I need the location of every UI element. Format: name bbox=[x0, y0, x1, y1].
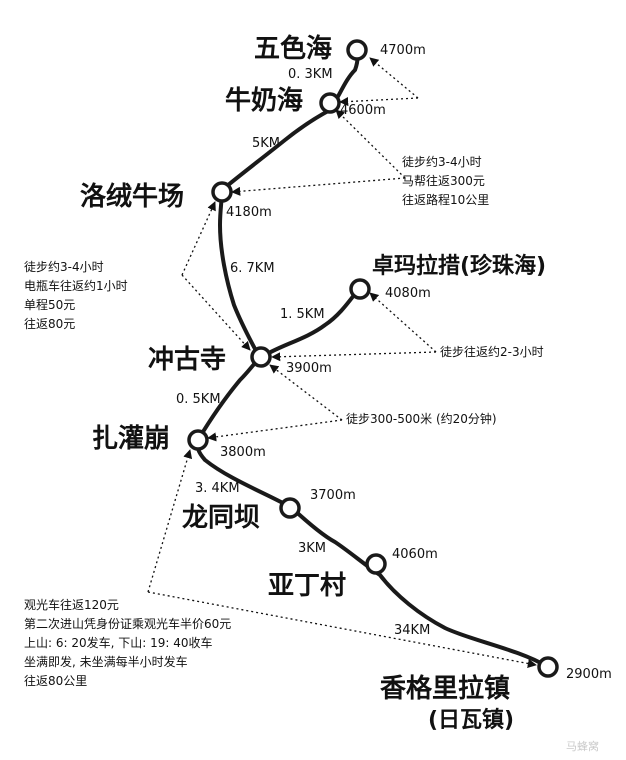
node-yading-cun bbox=[365, 553, 387, 575]
node-xianggelila-zhen bbox=[537, 656, 559, 678]
distance-longtong-to-zhaguan: 3. 4KM bbox=[195, 481, 240, 496]
node-zhaguan-beng bbox=[187, 429, 209, 451]
route-line-zhuoma bbox=[258, 288, 360, 360]
node-chonggu-si bbox=[250, 346, 272, 368]
pointer-zhuoma-chonggu bbox=[271, 351, 437, 362]
distance-yading-to-longtong: 3KM bbox=[298, 541, 327, 556]
note-line: 徒步300-500米 (约20分钟) bbox=[346, 412, 497, 426]
note-line: 徒步往返约2-3小时 bbox=[440, 345, 544, 359]
note-zhuoma-walk: 徒步往返约2-3小时 bbox=[440, 343, 544, 362]
note-line: 电瓶车往返约1小时 bbox=[24, 279, 128, 293]
note-line: 徒步约3-4小时 bbox=[24, 260, 104, 274]
place-zhuoma-lacuo: 卓玛拉措(珍珠海) bbox=[372, 254, 547, 279]
distance-chonggu-to-luorong: 6. 7KM bbox=[230, 261, 275, 276]
note-line: 单程50元 bbox=[24, 298, 76, 312]
distance-town-to-yading: 34KM bbox=[394, 623, 431, 638]
note-line: 坐满即发, 未坐满每半小时发车 bbox=[24, 655, 188, 669]
watermark: 马蜂窝 bbox=[566, 740, 599, 753]
node-niunai-hai bbox=[319, 92, 341, 114]
elevation-xianggelila-zhen: 2900m bbox=[566, 667, 612, 682]
note-line: 往返路程10公里 bbox=[402, 193, 490, 207]
note-line: 观光车往返120元 bbox=[24, 598, 119, 612]
elevation-zhuoma-lacuo: 4080m bbox=[385, 286, 431, 301]
node-wuse-hai bbox=[346, 39, 368, 61]
distance-niunai-to-wuse: 0. 3KM bbox=[288, 67, 333, 82]
note-chonggu-luorong: 徒步约3-4小时 电瓶车往返约1小时 单程50元 往返80元 bbox=[24, 258, 128, 334]
pointer-chonggu-from-note bbox=[181, 274, 251, 351]
note-line: 徒步约3-4小时 bbox=[402, 155, 482, 169]
place-longtong-ba: 龙同坝 bbox=[182, 503, 261, 533]
place-yading-cun: 亚丁村 bbox=[268, 571, 347, 601]
distance-zhaguan-to-chonggu: 0. 5KM bbox=[176, 392, 221, 407]
elevation-zhaguan-beng: 3800m bbox=[220, 445, 266, 460]
pointer-wuse bbox=[369, 57, 419, 99]
pointer-chonggu-to-luorong bbox=[181, 201, 216, 276]
note-chonggu-walk: 徒步300-500米 (约20分钟) bbox=[346, 410, 497, 429]
note-line: 第二次进山凭身份证乘观光车半价60元 bbox=[24, 617, 232, 631]
elevation-yading-cun: 4060m bbox=[392, 547, 438, 562]
note-line: 马帮往返300元 bbox=[402, 174, 485, 188]
pointer-chonggu-walk bbox=[269, 364, 343, 421]
elevation-wuse-hai: 4700m bbox=[380, 43, 426, 58]
place-xianggelila-zhen: 香格里拉镇 bbox=[380, 674, 511, 704]
elevation-chonggu-si: 3900m bbox=[286, 361, 332, 376]
pointer-niunai-walk bbox=[335, 109, 406, 179]
node-longtong-ba bbox=[279, 497, 301, 519]
place-chonggu-si: 冲古寺 bbox=[148, 345, 227, 375]
pointer-bus-town bbox=[147, 591, 537, 668]
node-zhuoma-lacuo bbox=[349, 278, 371, 300]
note-line: 往返80公里 bbox=[24, 674, 88, 688]
place-luorong-niuchang: 洛绒牛场 bbox=[80, 182, 185, 212]
elevation-niunai-hai: 4600m bbox=[340, 103, 386, 118]
node-luorong-niuchang bbox=[211, 181, 233, 203]
note-bus: 观光车往返120元 第二次进山凭身份证乘观光车半价60元 上山: 6: 20发车… bbox=[24, 596, 231, 691]
distance-luorong-to-niunai: 5KM bbox=[252, 136, 281, 151]
place-niunai-hai: 牛奶海 bbox=[225, 86, 304, 116]
note-luorong-walk: 徒步约3-4小时 马帮往返300元 往返路程10公里 bbox=[402, 153, 489, 210]
pointer-zhuoma bbox=[369, 292, 437, 353]
elevation-longtong-ba: 3700m bbox=[310, 488, 356, 503]
place-riwa-zhen: (日瓦镇) bbox=[428, 708, 515, 733]
pointer-zhaguan-walk bbox=[207, 419, 343, 442]
elevation-luorong-niuchang: 4180m bbox=[226, 205, 272, 220]
distance-chonggu-to-zhuoma: 1. 5KM bbox=[280, 307, 325, 322]
note-line: 往返80元 bbox=[24, 317, 76, 331]
place-zhaguan-beng: 扎灌崩 bbox=[92, 424, 171, 454]
pointer-niunai bbox=[339, 97, 419, 107]
place-wuse-hai: 五色海 bbox=[254, 34, 333, 64]
pointer-luorong-walk bbox=[231, 177, 406, 196]
note-line: 上山: 6: 20发车, 下山: 19: 40收车 bbox=[24, 636, 213, 650]
